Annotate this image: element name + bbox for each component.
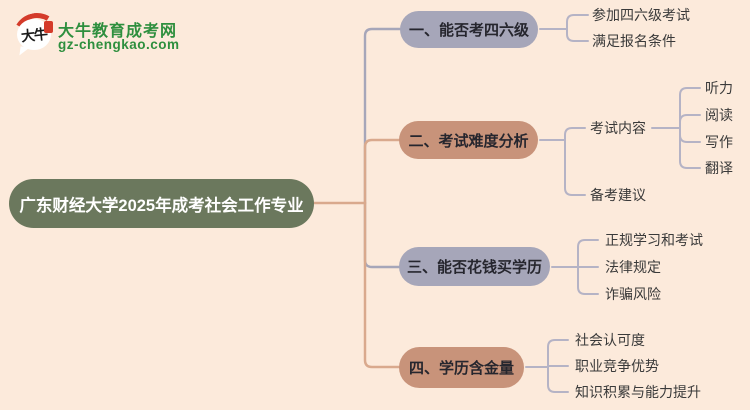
leaf-node: 正规学习和考试 — [605, 232, 703, 248]
leaf-node: 备考建议 — [590, 187, 646, 203]
leaf-node: 参加四六级考试 — [592, 7, 690, 23]
subtopic-node: 考试内容 — [590, 120, 646, 136]
leaf-node: 职业竞争优势 — [575, 358, 659, 374]
site-domain: gz-chengkao.com — [58, 37, 180, 52]
leaf-node: 翻译 — [705, 160, 733, 176]
branch-node-3: 三、能否花钱买学历 — [399, 247, 550, 286]
branch-node-1: 一、能否考四六级 — [400, 11, 538, 48]
leaf-node: 听力 — [705, 80, 733, 96]
leaf-node: 法律规定 — [605, 259, 661, 275]
logo-seal-icon — [44, 21, 53, 33]
leaf-node: 社会认可度 — [575, 332, 645, 348]
leaf-node: 阅读 — [705, 107, 733, 123]
branch-node-2: 二、考试难度分析 — [399, 121, 538, 159]
leaf-node: 满足报名条件 — [592, 33, 676, 49]
leaf-node: 诈骗风险 — [605, 286, 661, 302]
leaf-node: 知识积累与能力提升 — [575, 384, 701, 400]
root-node: 广东财经大学2025年成考社会工作专业 — [9, 179, 314, 228]
site-name: 大牛教育成考网 — [58, 23, 178, 40]
site-logo: 大牛 大牛教育成考网 gz-chengkao.com — [0, 0, 220, 70]
branch-node-4: 四、学历含金量 — [399, 347, 524, 388]
leaf-node: 写作 — [705, 134, 733, 150]
